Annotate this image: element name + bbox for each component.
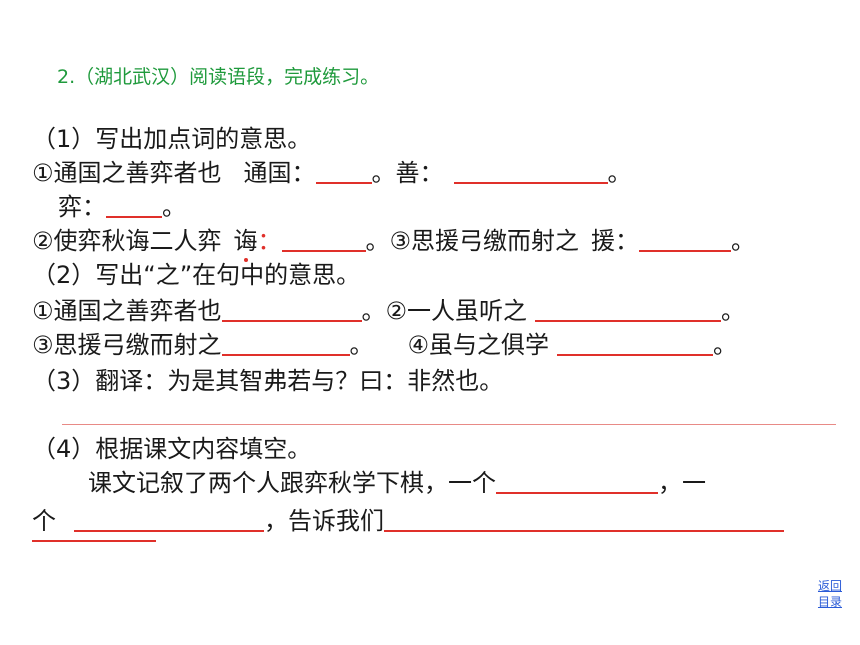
answer-blank[interactable] — [221, 320, 362, 322]
answer-blank[interactable] — [535, 320, 722, 322]
back-link[interactable]: 返回 — [817, 579, 842, 593]
q4-heading: （4）根据课文内容填空。 — [32, 435, 312, 463]
nav-links: 返回 目录 — [818, 578, 842, 610]
q4-line-3 — [32, 540, 156, 546]
answer-blank[interactable] — [315, 182, 372, 184]
q3-heading: （3）翻译：为是其智弗若与？曰：非然也。 — [32, 367, 504, 395]
question-title: 2.（湖北武汉）阅读语段，完成练习。 — [57, 66, 380, 88]
answer-blank[interactable] — [453, 182, 608, 184]
answer-blank[interactable] — [106, 216, 162, 218]
answer-blank[interactable] — [281, 250, 366, 252]
answer-blank[interactable] — [74, 530, 264, 532]
q2-line-2: ③思援弓缴而射之 。 ④虽与之俱学 。 — [32, 331, 738, 359]
answer-blank[interactable] — [496, 492, 658, 494]
answer-blank[interactable] — [384, 530, 784, 532]
answer-blank[interactable] — [32, 540, 156, 542]
q2-heading: （2）写出“之”在句中的意思。 — [32, 261, 361, 289]
q4-line-1: 课文记叙了两个人跟弈秋学下棋，一个 ，一 — [88, 469, 706, 497]
q1-line-2: 弈： 。 — [58, 193, 186, 221]
q2-line-1: ①通国之善弈者也 。②一人虽听之 。 — [32, 297, 746, 325]
answer-blank[interactable] — [221, 354, 350, 356]
q4-line-2: 个 ，告诉我们 — [32, 506, 784, 536]
answer-blank[interactable] — [639, 250, 732, 252]
q1-heading: （1）写出加点词的意思。 — [32, 125, 312, 153]
answer-blank[interactable] — [557, 354, 714, 356]
dotted-word-hui: 诲 — [233, 227, 258, 262]
q1-line-3: ②使弈秋诲二人弈 诲 ： 。③思援弓缴而射之 援： 。 — [32, 227, 756, 262]
q1-line-1: ①通国之善弈者也 通国： 。善： 。 — [32, 159, 632, 187]
q3-answer-line[interactable] — [62, 424, 836, 425]
toc-link[interactable]: 目录 — [817, 595, 842, 609]
